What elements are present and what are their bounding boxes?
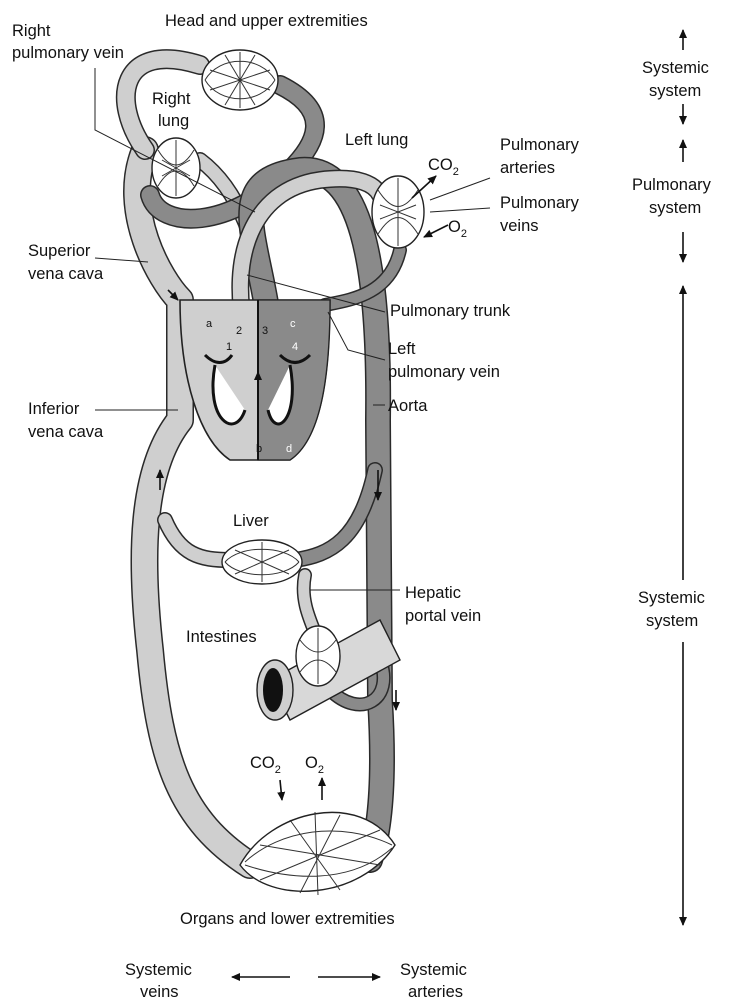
scale-systemic-top-2: system: [649, 82, 701, 100]
legend-veins-label-1: Systemic: [125, 961, 192, 979]
liver-capillary-bed: [222, 540, 302, 584]
left-pulmonary-vein-label-2: pulmonary vein: [388, 363, 500, 381]
legend-arteries-label-1: Systemic: [400, 961, 467, 979]
aorta-label: Aorta: [388, 397, 428, 415]
pulmonary-arteries-label-2: arteries: [500, 159, 555, 177]
pulmonary-trunk-label: Pulmonary trunk: [390, 302, 511, 320]
chamber-b-label: b: [256, 443, 262, 455]
legend-veins-label-2: veins: [140, 983, 179, 1001]
liver-label: Liver: [233, 512, 269, 530]
system-scale: Systemic system Pulmonary system Systemi…: [632, 30, 712, 925]
pulmonary-veins-label-2: veins: [500, 217, 539, 235]
o2-top-label: O2: [448, 218, 467, 240]
scale-pulmonary-1: Pulmonary: [632, 176, 712, 194]
hepatic-portal-vein-label-2: portal vein: [405, 607, 481, 625]
left-lung-capillary-bed: [372, 176, 424, 248]
o2-bottom-label: O2: [305, 754, 324, 776]
chamber-d-label: d: [286, 443, 292, 455]
scale-systemic-top-1: Systemic: [642, 59, 709, 77]
organs-capillary-bed: [240, 812, 395, 895]
scale-systemic-bottom-1: Systemic: [638, 589, 705, 607]
intestines-label: Intestines: [186, 628, 257, 646]
right-pulmonary-vein-label-1: Right: [12, 22, 51, 40]
chamber-a-label: a: [206, 318, 213, 330]
superior-vena-cava-label-2: vena cava: [28, 265, 104, 283]
left-pulmonary-vein-label-1: Left: [388, 340, 416, 358]
pulmonary-arteries-label-1: Pulmonary: [500, 136, 580, 154]
co2-top-label: CO2: [428, 156, 459, 178]
right-lung-capillary-bed: [152, 138, 200, 198]
hepatic-portal-vein-label-1: Hepatic: [405, 584, 461, 602]
valve-2-label: 2: [236, 325, 242, 337]
heart: [180, 300, 330, 460]
right-lung-label-2: lung: [158, 112, 189, 130]
superior-vena-cava-label-1: Superior: [28, 242, 91, 260]
legend: Systemic veins Systemic arteries: [125, 961, 467, 1001]
chamber-c-label: c: [290, 318, 296, 330]
valve-1-label: 1: [226, 341, 232, 353]
head-capillary-bed: [202, 50, 278, 110]
valve-4-label: 4: [292, 341, 298, 353]
organs-label: Organs and lower extremities: [180, 910, 395, 928]
right-pulmonary-vein-label-2: pulmonary vein: [12, 44, 124, 62]
pulmonary-veins-label-1: Pulmonary: [500, 194, 580, 212]
head-label: Head and upper extremities: [165, 12, 368, 30]
scale-systemic-bottom-2: system: [646, 612, 698, 630]
co2-bottom-label: CO2: [250, 754, 281, 776]
inferior-vena-cava-label-1: Inferior: [28, 400, 80, 418]
left-lung-label: Left lung: [345, 131, 408, 149]
legend-arteries-label-2: arteries: [408, 983, 463, 1001]
valve-3-label: 3: [262, 325, 268, 337]
inferior-vena-cava-label-2: vena cava: [28, 423, 104, 441]
right-lung-label-1: Right: [152, 90, 191, 108]
vena-cava-vessel: [137, 150, 250, 865]
scale-pulmonary-2: system: [649, 199, 701, 217]
